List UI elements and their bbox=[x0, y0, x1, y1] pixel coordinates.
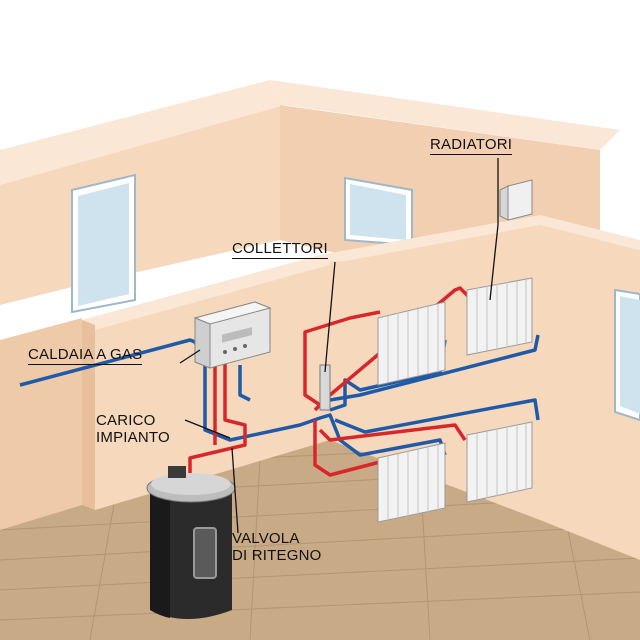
radiator-bottom-right bbox=[466, 421, 533, 503]
label-valvola-line1: VALVOLA bbox=[232, 530, 300, 547]
back-wall-left bbox=[0, 80, 285, 314]
radiator-top-left bbox=[377, 301, 446, 386]
label-valvola: VALVOLA DI RITEGNO bbox=[232, 530, 322, 564]
label-caldaia: CALDAIA A GAS bbox=[28, 346, 143, 365]
right-wall bbox=[320, 215, 640, 560]
radiator-bottom-left bbox=[377, 442, 446, 523]
partition-wall bbox=[0, 255, 340, 530]
stove bbox=[146, 466, 236, 619]
label-carico-line1: CARICO bbox=[96, 412, 156, 429]
label-radiatori: RADIATORI bbox=[430, 136, 513, 155]
gas-boiler bbox=[193, 301, 272, 369]
label-carico-line2: IMPIANTO bbox=[96, 429, 170, 446]
leader-lines bbox=[179, 158, 499, 534]
radiator-top-right bbox=[466, 277, 533, 356]
label-carico-impianto: CARICO IMPIANTO bbox=[96, 412, 170, 446]
label-collettori: COLLETTORI bbox=[232, 240, 328, 259]
vent-box bbox=[499, 179, 533, 221]
label-valvola-line2: DI RITEGNO bbox=[232, 547, 322, 564]
